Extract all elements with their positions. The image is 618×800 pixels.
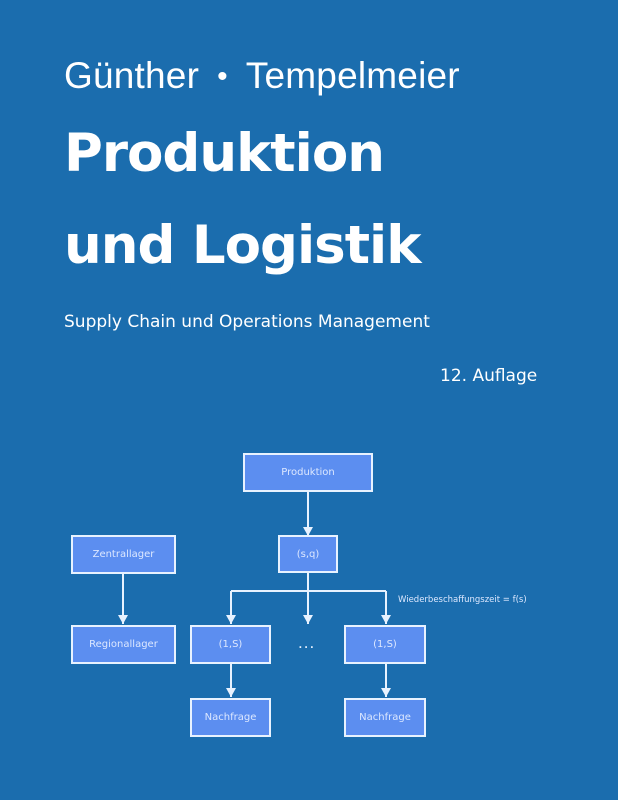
node-1s-right: (1,S) — [344, 625, 426, 664]
node-sq-policy: (s,q) — [278, 535, 338, 573]
subtitle: Supply Chain und Operations Management — [64, 312, 430, 332]
title-line-2: und Logistik — [64, 215, 421, 276]
node-zentrallager: Zentrallager — [71, 535, 176, 574]
authors-line: Günther • Tempelmeier — [64, 54, 460, 99]
node-regionallager: Regionallager — [71, 625, 176, 664]
node-nachfrage-left: Nachfrage — [190, 698, 271, 737]
node-produktion: Produktion — [243, 453, 373, 492]
node-nachfrage-right: Nachfrage — [344, 698, 426, 737]
author-tempelmeier: Tempelmeier — [245, 55, 460, 96]
title-line-1: Produktion — [64, 123, 385, 184]
node-1s-left: (1,S) — [190, 625, 271, 664]
edition-label: 12. Auflage — [440, 366, 538, 386]
ellipsis: ... — [298, 633, 316, 652]
annotation-wiederbeschaffungszeit: Wiederbeschaffungszeit = f(s) — [398, 595, 527, 605]
bullet-separator: • — [217, 60, 228, 93]
author-guenther: Günther — [64, 55, 200, 96]
